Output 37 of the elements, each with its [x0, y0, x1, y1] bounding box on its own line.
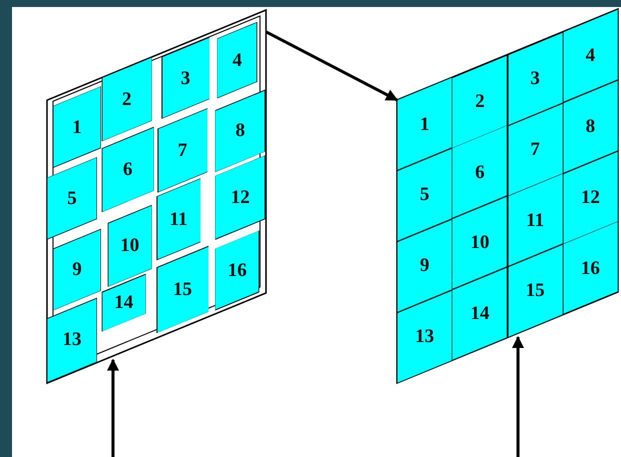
arrow — [512, 336, 524, 457]
numbered-tile: 4 — [562, 9, 618, 102]
numbered-tile: 10 — [452, 196, 508, 290]
numbered-tile: 3 — [162, 37, 210, 119]
numbered-tile: 7 — [158, 108, 208, 193]
numbered-tile: 11 — [156, 178, 200, 260]
numbered-tile: 7 — [508, 102, 563, 196]
numbered-tile: 5 — [47, 157, 97, 240]
numbered-tile: 12 — [562, 150, 618, 244]
numbered-tile: 9 — [397, 218, 452, 312]
numbered-tile: 10 — [108, 204, 152, 287]
numbered-tile: 12 — [215, 155, 266, 240]
numbered-tile: 16 — [562, 221, 618, 315]
numbered-tile: 5 — [397, 148, 452, 242]
numbered-tile: 3 — [508, 32, 563, 126]
numbered-tile: 2 — [452, 54, 508, 148]
numbered-tile: 11 — [508, 173, 563, 267]
numbered-tile: 15 — [508, 244, 563, 338]
numbered-tile: 14 — [102, 274, 146, 332]
numbered-tile: 13 — [397, 290, 452, 383]
numbered-tile: 15 — [156, 246, 208, 334]
tile-frame — [47, 10, 266, 383]
numbered-tile: 8 — [215, 90, 266, 172]
numbered-tile: 1 — [397, 77, 452, 171]
numbered-tile: 8 — [562, 80, 618, 174]
numbered-tile: 16 — [215, 230, 260, 311]
numbered-tile: 14 — [452, 266, 508, 360]
numbered-tile: 4 — [217, 22, 258, 98]
numbered-tile: 6 — [452, 125, 508, 219]
tile-grid — [397, 9, 618, 383]
numbered-tile: 2 — [102, 56, 152, 142]
numbered-tile: 9 — [53, 228, 101, 310]
arrow — [107, 358, 119, 457]
numbered-tile: 13 — [47, 298, 97, 382]
arrow — [265, 30, 398, 102]
numbered-tile: 6 — [102, 126, 154, 212]
numbered-tile: 1 — [53, 86, 101, 168]
